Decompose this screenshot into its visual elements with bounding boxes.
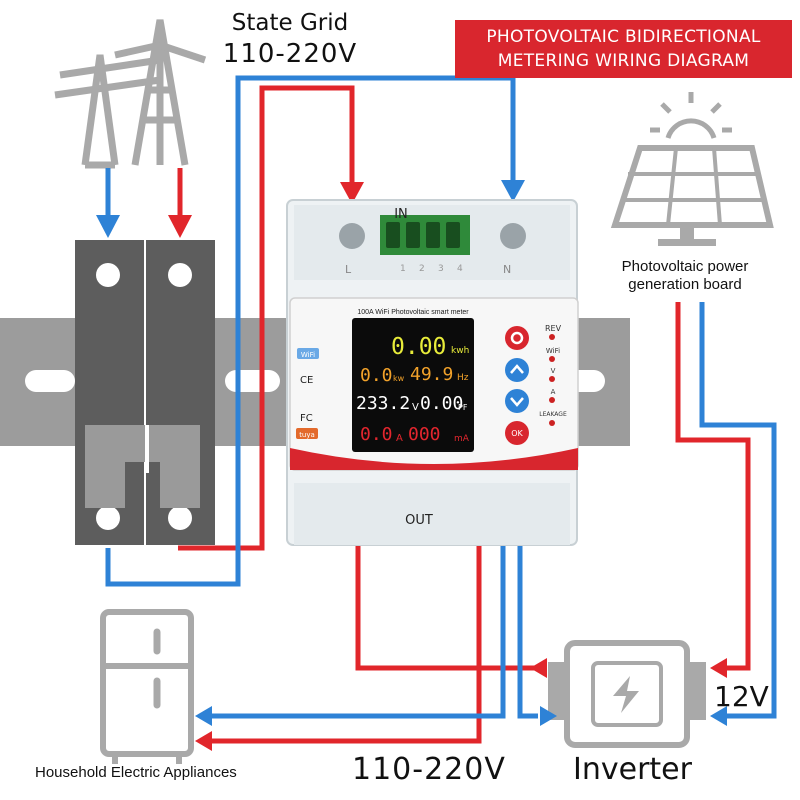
state-grid-title: State Grid [231, 10, 349, 36]
display-energy: 0.00 [391, 334, 446, 360]
smart-meter [286, 199, 579, 546]
display-voltage-unit: V [412, 402, 419, 413]
meter-terminal-n-in: N [503, 263, 511, 276]
display-pf-unit: PF [458, 403, 468, 412]
meter-buttons [505, 326, 555, 445]
state-grid-voltage: 110-220V [222, 39, 358, 69]
pv-label-line1: Photovoltaic power [621, 258, 749, 275]
transmission-tower-icon [54, 19, 207, 169]
refrigerator-icon [100, 609, 194, 764]
inverter-box [548, 640, 706, 748]
meter-terminal-2: 2 [419, 264, 425, 274]
title-line1: PHOTOVOLTAIC BIDIRECTIONAL [486, 27, 761, 47]
display-power: 0.0 [360, 365, 393, 386]
pv-board-label: Photovoltaic power generation board [600, 258, 770, 294]
indicator-rev: REV [545, 324, 562, 333]
state-grid-label: State Grid 110-220V [200, 8, 380, 70]
meter-in-label: IN [394, 207, 408, 222]
indicator-a: A [551, 388, 556, 396]
sun-icon [650, 92, 732, 139]
arrow-up-icon [510, 364, 524, 374]
meter-terminal-4: 4 [457, 264, 463, 274]
lightning-icon [613, 676, 639, 713]
indicator-v: V [551, 367, 556, 375]
settings-icon [510, 331, 524, 345]
meter-terminal-1: 1 [400, 264, 406, 274]
badge-ce: CE [300, 375, 313, 386]
meter-out-label: OUT [405, 513, 433, 528]
inverter-label: Inverter [573, 752, 692, 787]
solar-panel-icon [610, 145, 774, 246]
title-line2: METERING WIRING DIAGRAM [497, 51, 750, 71]
badge-fc: FC [300, 413, 313, 424]
display-leakage: 000 [408, 424, 441, 445]
display-current: 0.0 [360, 424, 393, 445]
wires-red [177, 85, 751, 744]
arrow-heads [96, 180, 727, 751]
output-voltage-label: 110-220V [352, 752, 506, 787]
display-frequency-unit: Hz [457, 373, 469, 383]
indicator-leakage: LEAKAGE [539, 411, 567, 418]
display-energy-unit: kwh [451, 346, 469, 356]
pv-label-line2: generation board [628, 276, 742, 293]
arrow-down-icon [510, 397, 524, 407]
indicator-wifi: WiFi [546, 347, 560, 355]
display-current-unit: A [396, 433, 403, 444]
display-pf: 0.00 [420, 393, 463, 414]
meter-terminal-l-in: L [345, 263, 352, 276]
display-power-unit: kw [393, 374, 405, 383]
badge-wifi: WiFi [301, 351, 315, 359]
badge-tuya: tuya [299, 431, 315, 439]
display-frequency: 49.9 [410, 364, 453, 385]
pv-voltage-label: 12V [714, 680, 769, 713]
display-leakage-unit: mA [454, 434, 470, 444]
meter-terminal-3: 3 [438, 264, 444, 274]
appliances-label: Household Electric Appliances [35, 764, 237, 781]
meter-header: 100A WiFi Photovoltaic smart meter [357, 309, 469, 316]
display-voltage: 233.2 [356, 393, 410, 414]
diagram-title: PHOTOVOLTAIC BIDIRECTIONAL METERING WIRI… [455, 20, 792, 78]
ok-button-label: OK [511, 429, 523, 438]
circuit-breaker [75, 240, 215, 545]
